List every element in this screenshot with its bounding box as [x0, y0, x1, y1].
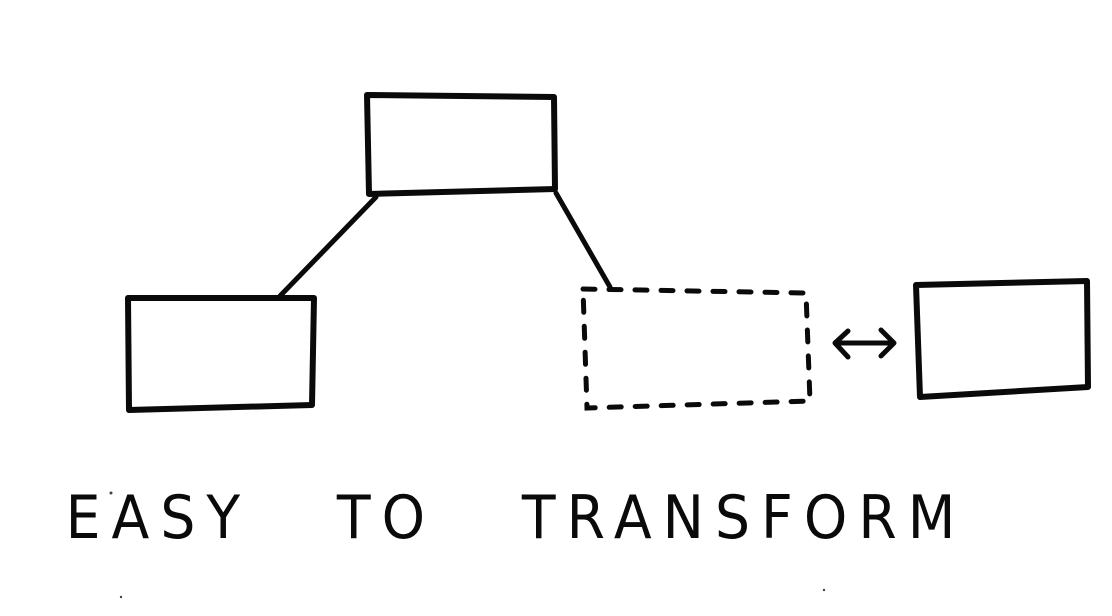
- node-right-child-placeholder: [580, 286, 813, 411]
- speck: [822, 588, 826, 592]
- edge-parent-left: [277, 194, 379, 299]
- speck: [109, 491, 113, 495]
- node-parent: [364, 92, 558, 197]
- edge-parent-right: [553, 190, 613, 290]
- caption-text: EASY TO TRANSFORM: [65, 483, 967, 553]
- swap-arrow-icon: [832, 327, 897, 360]
- node-left-child: [125, 295, 317, 413]
- node-replacement: [913, 278, 1091, 400]
- speck: [119, 595, 123, 599]
